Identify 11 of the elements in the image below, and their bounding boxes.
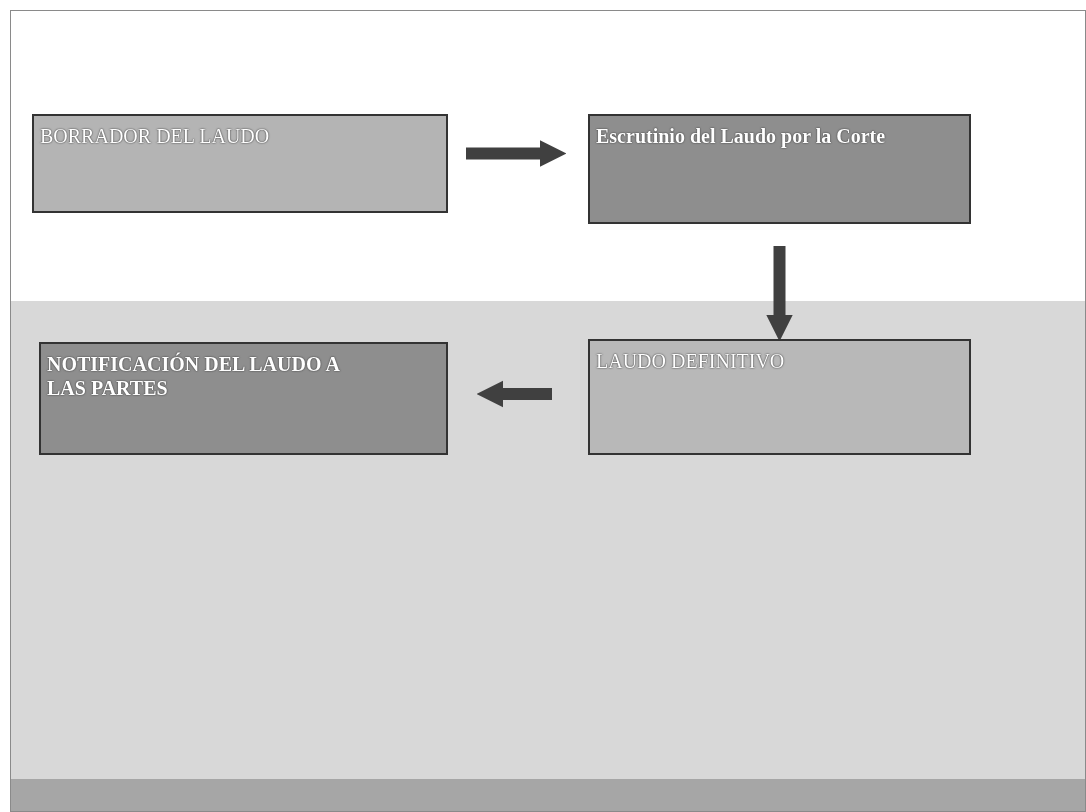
block-arrow — [476, 380, 552, 408]
process-box — [588, 114, 971, 224]
block-arrow — [766, 246, 793, 342]
box-label: Escrutinio del Laudo por la Corte — [596, 124, 887, 148]
box-label: LAUDO DEFINITIVO — [596, 349, 786, 373]
block-arrow — [466, 140, 567, 167]
box-label: BORRADOR DEL LAUDO — [40, 124, 271, 148]
box-label: NOTIFICACIÓN DEL LAUDO A LAS PARTES — [47, 352, 341, 400]
process-box — [39, 342, 448, 455]
process-box — [32, 114, 448, 213]
process-box — [588, 339, 971, 455]
